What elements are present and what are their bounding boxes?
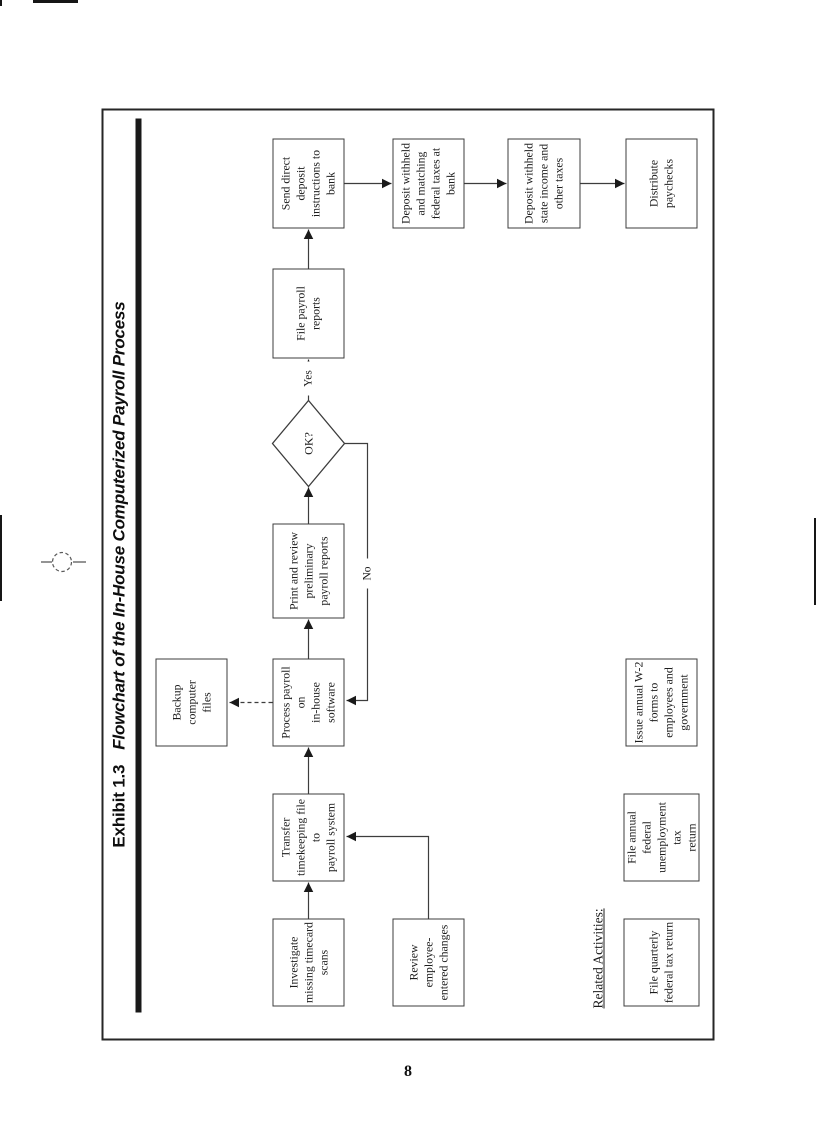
flow-connectors [229, 178, 624, 918]
crop-mark-corner-tick [0, 0, 2, 6]
node-file-quarterly-return: File quarterly federal tax return [623, 918, 699, 1006]
node-process-payroll: Process payroll on in-house software [272, 658, 344, 746]
decision-ok-label: OK? [300, 431, 315, 455]
related-activities-heading: Related Activities: [590, 907, 605, 1008]
node-backup-computer-files: Backup computer files [155, 658, 227, 746]
node-file-unemployment-return: File annual federal unemployment tax ret… [623, 793, 699, 881]
node-investigate-timecards: Investigate missing timecard scans [272, 918, 344, 1006]
node-issue-w2-forms: Issue annual W-2 forms to employees and … [625, 658, 697, 746]
crop-mark-right-bar [814, 518, 816, 605]
crop-mark-left-bar [0, 515, 2, 601]
exhibit-flowchart-frame: Exhibit 1.3Flowchart of the In-House Com… [101, 108, 714, 1040]
node-file-payroll-reports: File payroll reports [272, 268, 344, 358]
node-deposit-state-taxes: Deposit withheld state income and other … [507, 138, 580, 228]
edge-label-no: No [359, 558, 375, 588]
page-number: 8 [404, 1063, 412, 1080]
crop-mark-top-bar [33, 0, 78, 3]
node-transfer-timekeeping: Transfer timekeeping file to payroll sys… [272, 793, 344, 881]
edge-label-yes: Yes [300, 361, 316, 395]
node-distribute-paychecks: Distribute paychecks [625, 138, 697, 228]
node-review-employee-changes: Review employee- entered changes [392, 918, 464, 1006]
registration-mark-icon [41, 551, 86, 573]
node-print-review-reports: Print and review preliminary payroll rep… [272, 523, 344, 618]
node-send-direct-deposit: Send direct deposit instructions to bank [272, 138, 344, 228]
edge-review-transfer [346, 831, 429, 918]
node-deposit-federal-taxes: Deposit withheld and matching federal ta… [392, 138, 464, 228]
